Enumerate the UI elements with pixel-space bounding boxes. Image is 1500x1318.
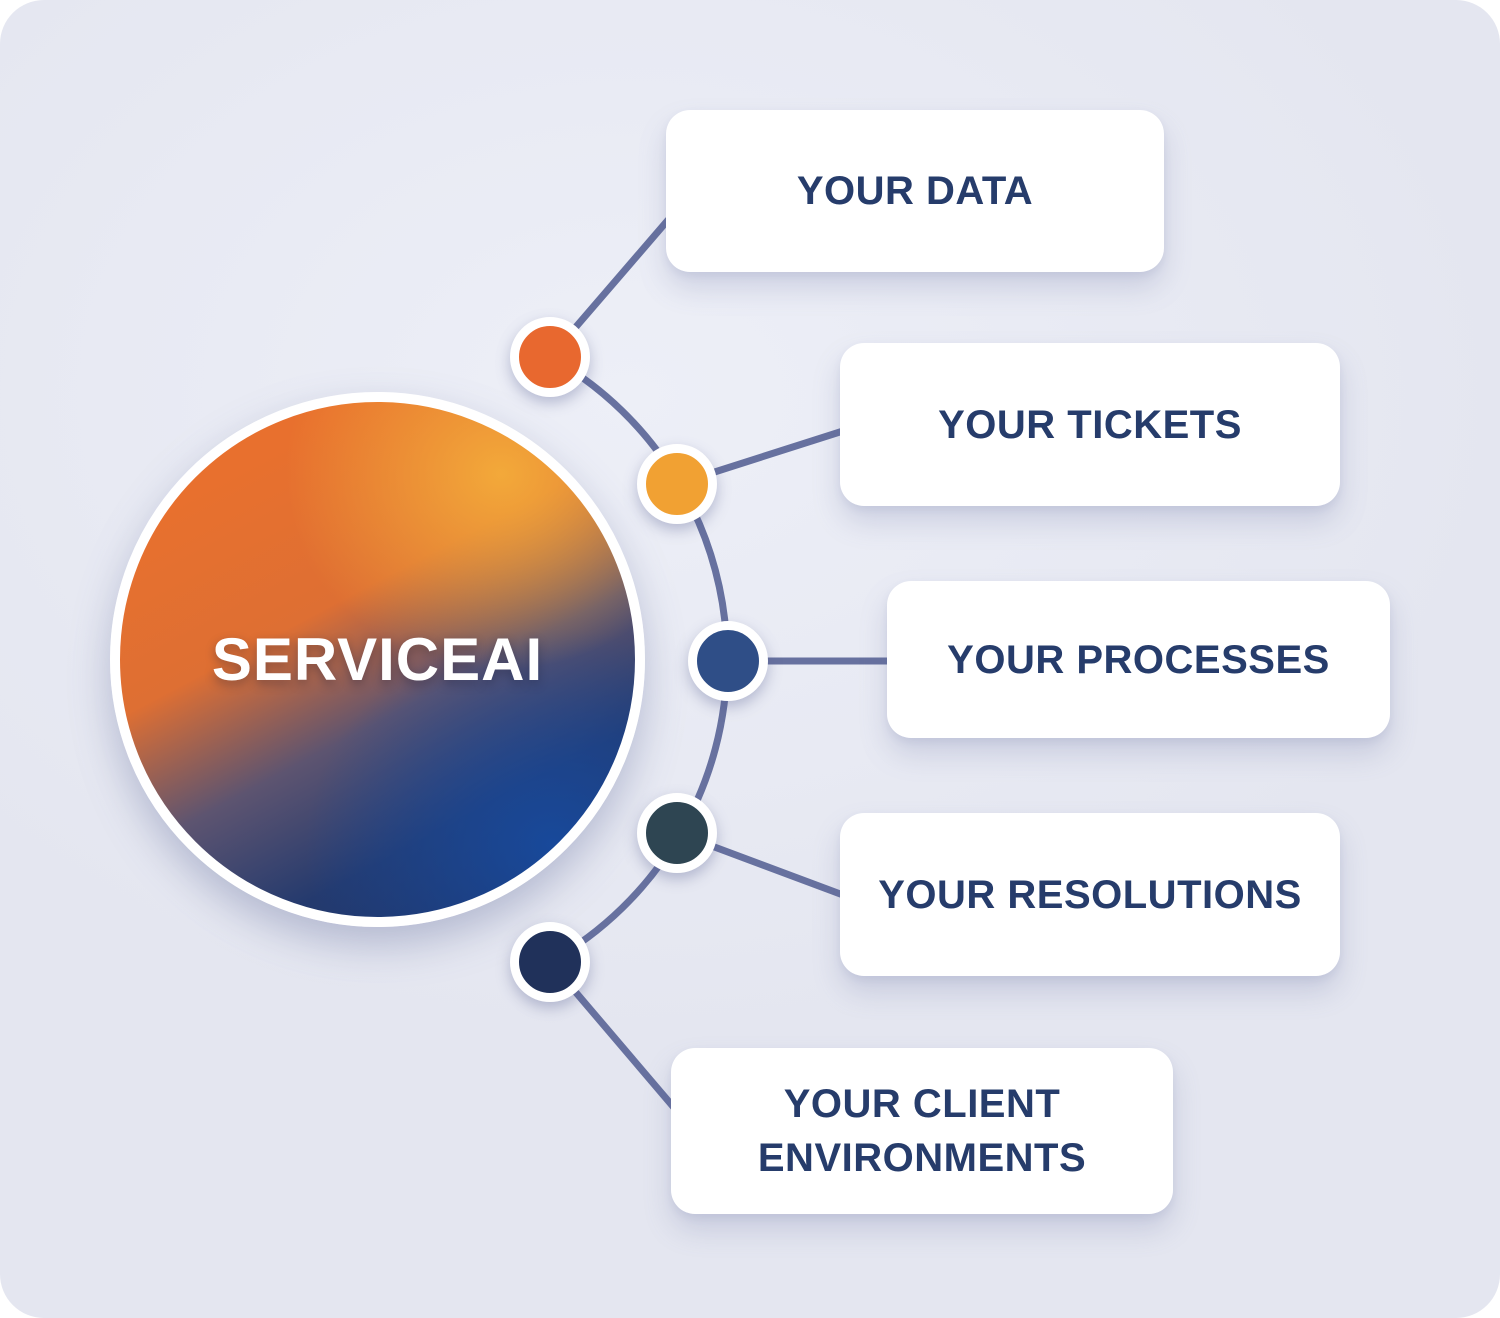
- card-your-data-label: YOUR DATA: [796, 169, 1034, 213]
- card-your-tickets: YOUR TICKETS: [840, 343, 1340, 506]
- card-your-client-environments-label: YOUR CLIENT ENVIRONMENTS: [757, 1082, 1087, 1180]
- node-your-data: [510, 317, 590, 397]
- node-your-tickets: [637, 444, 717, 524]
- card-your-tickets-label: YOUR TICKETS: [938, 402, 1242, 447]
- node-your-client-environments: [510, 922, 590, 1002]
- card-your-processes-label: YOUR PROCESSES: [947, 637, 1330, 682]
- center-hub-title: SERVICEAI: [211, 626, 544, 693]
- card-your-client-environments: YOUR CLIENT ENVIRONMENTS: [671, 1048, 1173, 1214]
- center-hub-circle: SERVICEAI: [110, 392, 645, 927]
- node-your-processes: [688, 621, 768, 701]
- node-your-resolutions: [637, 793, 717, 873]
- card-your-processes: YOUR PROCESSES: [887, 581, 1390, 738]
- card-your-data: YOUR DATA: [666, 110, 1164, 272]
- card-your-resolutions: YOUR RESOLUTIONS: [840, 813, 1340, 976]
- card-your-resolutions-label: YOUR RESOLUTIONS: [878, 872, 1302, 917]
